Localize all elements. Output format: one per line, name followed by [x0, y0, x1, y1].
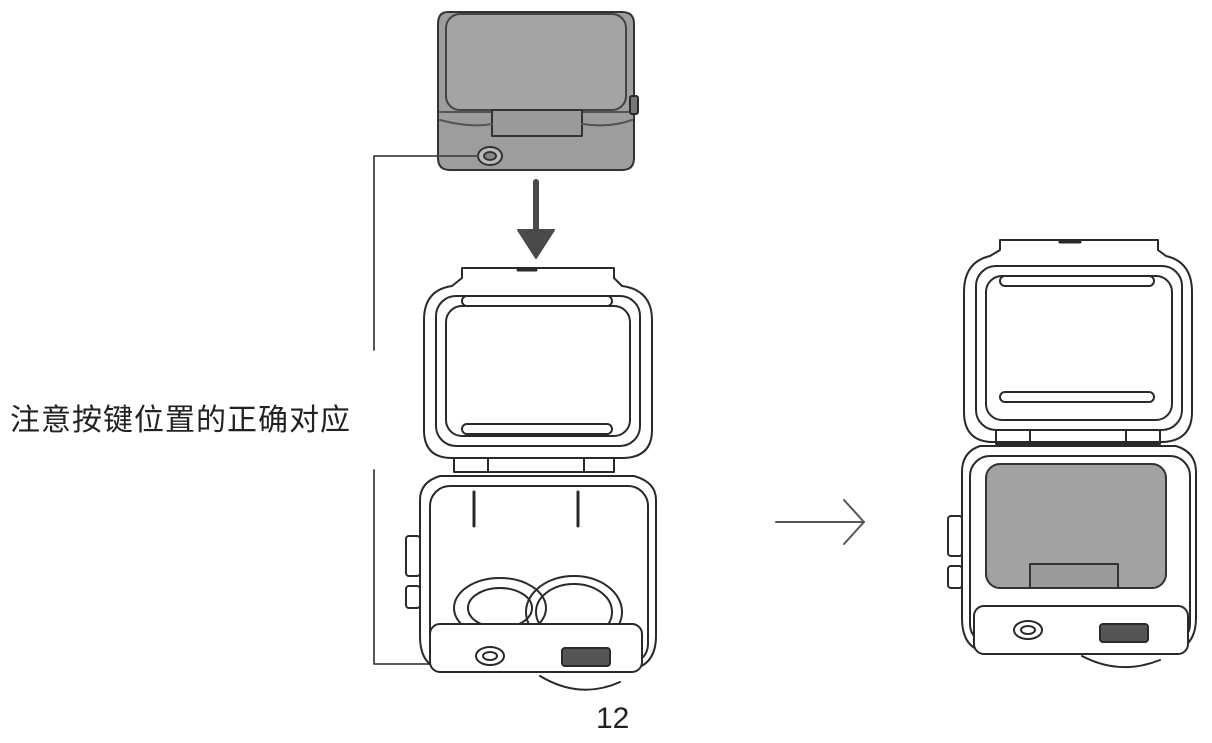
result-right-arrow-icon: [775, 499, 865, 545]
case-button-icon: [475, 646, 505, 666]
camera-module: [437, 11, 639, 171]
insert-down-arrow-icon: [517, 179, 555, 259]
assembled-case: [947, 239, 1197, 669]
button-alignment-note: 注意按键位置的正确对应: [10, 395, 355, 439]
callout-bracket: [373, 155, 479, 665]
page-number: 12: [596, 702, 630, 735]
open-case: [405, 267, 657, 691]
